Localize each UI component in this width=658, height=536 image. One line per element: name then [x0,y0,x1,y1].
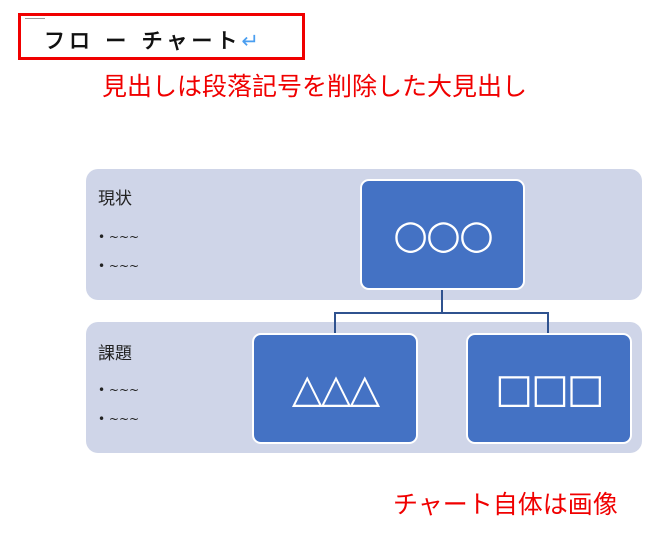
annotation-heading-note: 見出しは段落記号を削除した大見出し [102,72,528,101]
node-left: △△△ [252,333,418,444]
cursor-mark [25,18,45,19]
node-right: □□□ [466,333,632,444]
annotation-chart-note: チャート自体は画像 [393,490,618,519]
bullet-item: • ~~~ [98,412,140,426]
node-top: ○○○ [360,179,525,290]
bullet-item: • ~~~ [98,383,140,397]
connector-line [334,312,336,335]
heading[interactable]: フロ ー チャート↵ [44,25,259,55]
bullet-item: • ~~~ [98,259,140,273]
connector-line [334,312,549,314]
row-title-current: 現状 [98,189,132,209]
row-title-issue: 課題 [98,344,132,364]
bullet-item: • ~~~ [98,230,140,244]
heading-text: フロ ー チャート [44,29,242,53]
paragraph-return-icon: ↵ [241,29,260,53]
connector-line [441,289,443,313]
connector-line [547,312,549,335]
heading-highlight-box [18,13,305,60]
